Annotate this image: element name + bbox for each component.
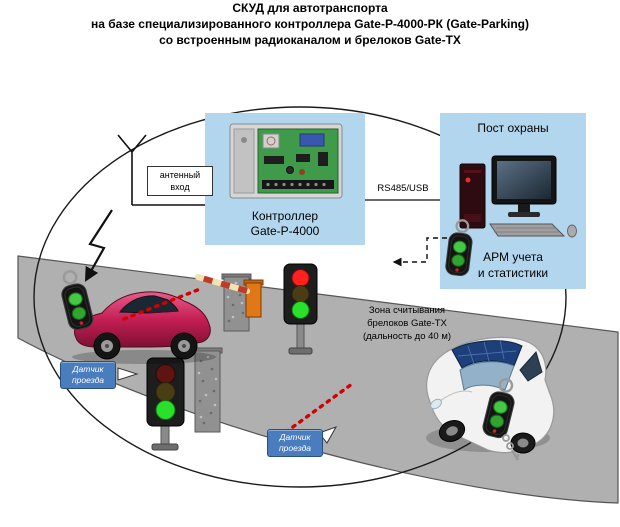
arm-label: АРМ учета и статистики: [440, 249, 586, 281]
controller-label-line-2: Gate-P-4000: [250, 224, 320, 238]
arm-label-line-1: АРМ учета: [483, 250, 543, 264]
traffic-light-left: [146, 357, 185, 451]
sensor-arrow-right: [318, 426, 338, 444]
sensor-label-left: Датчик проезда: [60, 361, 116, 389]
barrier-gate: [195, 274, 264, 318]
security-post-title: Пост охраны: [477, 121, 549, 135]
zone-label-line-3: (дальность до 40 м): [362, 331, 452, 342]
sensor-left-line-1: Датчик: [72, 364, 104, 374]
antenna-icon: [117, 134, 206, 206]
controller-label-line-1: Контроллер: [251, 209, 319, 223]
controller-label: Контроллер Gate-P-4000: [205, 209, 365, 239]
sensor-beam-right: [284, 382, 354, 434]
zone-label-line-1: Зона считывания: [368, 305, 446, 316]
sensor-left-line-2: проезда: [71, 375, 105, 385]
white-suv-car: [426, 336, 555, 454]
workstation-icon: [459, 155, 577, 238]
controller-panel: [205, 113, 365, 245]
sensor-right-line-2: проезда: [278, 443, 312, 453]
red-sports-car: [72, 291, 216, 364]
controller-device: [229, 123, 343, 199]
zone-label-line-2: брелоков Gate-TX: [367, 318, 447, 329]
reading-zone-ellipse: [33, 106, 567, 488]
title-line-3: со встроенным радиоканалом и брелоков Ga…: [159, 33, 461, 47]
title-line-2: на базе специализированного контроллера …: [90, 17, 530, 31]
traffic-light-center: [283, 263, 318, 355]
sensor-beam-left: [122, 287, 202, 321]
diagram-title: СКУД для автотранспорта на базе специали…: [0, 0, 620, 48]
rs485-label: RS485/USB: [377, 183, 429, 194]
keyfob-bottom-icon: [479, 375, 521, 461]
sensor-right-line-1: Датчик: [279, 432, 311, 442]
sensor-label-right: Датчик проезда: [267, 429, 323, 457]
sensor-arrow-left: [117, 367, 139, 381]
title-line-1: СКУД для автотранспорта: [232, 1, 388, 15]
reading-zone-label: Зона считывания брелоков Gate-TX (дально…: [349, 304, 465, 343]
antenna-label-line-2: вход: [170, 182, 190, 192]
dashed-signal-arrow: [392, 237, 447, 267]
concrete-pillar-bottom: [192, 347, 223, 433]
antenna-input-label: антенный вход: [147, 166, 213, 196]
radio-signal-arrow: [84, 209, 113, 282]
arm-label-line-2: и статистики: [477, 266, 549, 280]
antenna-label-line-1: антенный: [159, 170, 201, 180]
